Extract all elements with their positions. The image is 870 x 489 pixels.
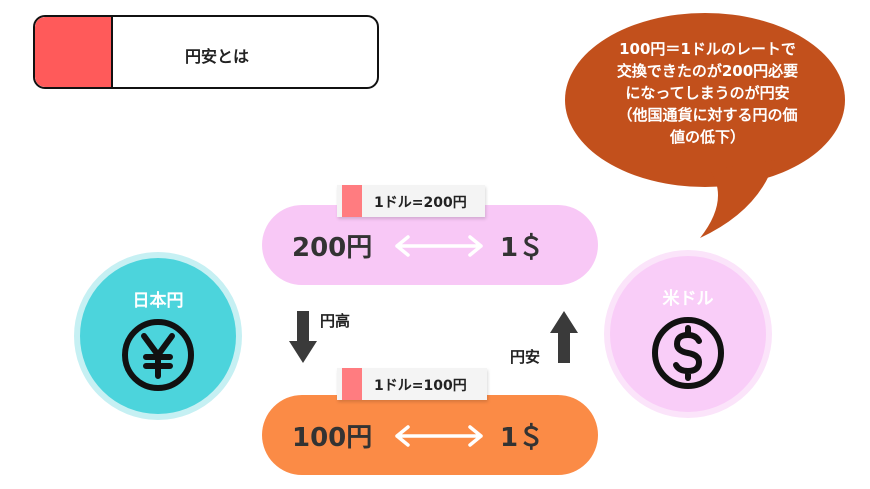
page-title: 円安とは: [185, 47, 250, 66]
usd-circle-label: 米ドル: [662, 289, 714, 309]
dollar-amount-top: 1＄: [500, 233, 545, 263]
dollar-icon: [652, 317, 724, 389]
down-arrow-icon: [289, 311, 317, 363]
title-box: 円安とは: [33, 15, 379, 89]
yen-amount-200: 200円: [292, 233, 373, 263]
rate-tag-200-text: 1ドル=200円: [374, 195, 467, 211]
yen-circle: 日本円: [74, 252, 242, 420]
yen-circle-label: 日本円: [132, 291, 184, 311]
rate-row-200: 200円 1＄: [262, 205, 598, 285]
enyasu-label: 円安: [510, 348, 541, 366]
tag-flag: [342, 185, 362, 217]
rate-tag-100: 1ドル=100円: [337, 368, 487, 400]
rate-tag-200: 1ドル=200円: [337, 185, 485, 217]
rate-row-100: 100円 1＄: [262, 395, 598, 475]
yen-icon: [122, 319, 194, 391]
double-arrow-icon: [395, 235, 483, 257]
speech-bubble-text: 100円＝1ドルのレートで 交換できたのが200円必要 になってしまうのが円安 …: [616, 40, 799, 146]
endaka-label: 円高: [320, 312, 351, 330]
up-arrow-icon: [550, 311, 578, 363]
yen-amount-100: 100円: [292, 423, 373, 453]
rate-tag-100-text: 1ドル=100円: [374, 378, 467, 394]
title-accent-block: [35, 17, 113, 87]
double-arrow-icon: [395, 425, 483, 447]
speech-bubble: [565, 13, 845, 238]
dollar-amount-bottom: 1＄: [500, 423, 545, 453]
usd-circle: 米ドル: [604, 250, 772, 418]
tag-flag: [342, 368, 362, 400]
